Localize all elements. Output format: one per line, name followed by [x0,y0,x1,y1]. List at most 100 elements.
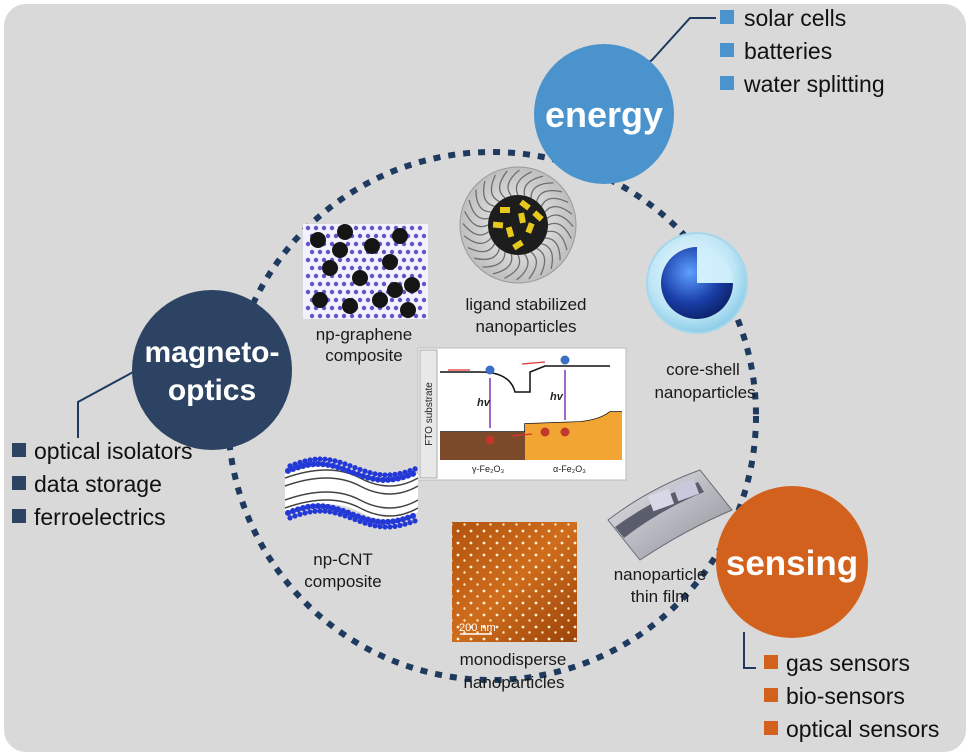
bullet-square [12,509,26,523]
lattice-dot [417,241,423,247]
lattice-dot [405,265,411,271]
ligand-strand [475,189,492,213]
ligand-strand [482,251,506,268]
lattice-dot [333,233,339,239]
lattice-dot [341,313,347,319]
lattice-dot [317,249,323,255]
lattice-dot [333,313,339,319]
lattice-dot [309,281,315,287]
cnt-particle [377,471,383,478]
sensing-list: gas sensors bio-sensors optical sensors [764,650,939,742]
cnt-particle [310,461,316,468]
cnt-particle [390,518,396,525]
fto-substrate-label: FTO substrate [424,382,435,446]
caption-mono-line1: monodisperse [460,650,567,669]
lattice-dot [409,257,415,263]
lattice-dot [385,225,391,231]
crystal-rod [519,199,531,211]
lattice-dot [405,297,411,303]
lattice-dot [305,241,311,247]
cnt-particle [385,518,391,525]
sensing-hub: sensing [716,486,868,638]
lattice-dot [309,265,315,271]
cnt-particle [287,515,293,521]
cnt-particle [400,474,406,481]
hv-label-right: hv [550,391,564,403]
lattice-dot [381,281,387,287]
lattice-dot [309,313,315,319]
lattice-dot [405,249,411,255]
cnt-particle [412,466,418,472]
caption-mono-line2: nanoparticles [463,673,564,692]
list-item: data storage [34,471,162,497]
cnt-particle [362,468,368,474]
cnt-particle [315,503,321,510]
lattice-dot [373,313,379,319]
lattice-dot [317,265,323,271]
ligand-strand [482,180,495,207]
lattice-dot [413,249,419,255]
cnt-particle [345,467,351,474]
cnt-particle [317,508,323,514]
lattice-dot [397,313,403,319]
cnt-particle [340,507,346,514]
cnt-particle [382,472,388,478]
ligand-strand [541,243,554,270]
bullet-square [720,43,734,57]
cnt-particle [400,516,406,523]
lattice-dot [365,281,371,287]
list-item: ferroelectrics [34,504,166,530]
ligand-strand [528,251,538,280]
ligand-strand [498,170,508,199]
cnt-particle [405,472,411,479]
cnt-particle [367,470,373,476]
lattice-dot [393,273,399,279]
lattice-dot [353,289,359,295]
cnt-particle [302,510,308,516]
cnt-particle [380,518,386,525]
cnt-particle [332,458,338,464]
lattice-dot [337,273,343,279]
bullet-square [764,655,778,669]
lattice-dot [373,233,379,239]
cnt-particle [345,509,351,516]
cnt-particle [302,458,308,464]
cnt-particle [292,513,298,519]
magneto-label-line2: optics [168,374,256,407]
lattice-dot [397,265,403,271]
lattice-dot [365,313,371,319]
lattice-dot [373,265,379,271]
cnt-particle [300,462,306,469]
nanoparticle-dot [352,270,368,286]
lattice-dot [345,289,351,295]
lattice-dot [349,313,355,319]
cnt-particle [387,472,393,478]
bullet-square [764,688,778,702]
lattice-dot [305,289,311,295]
lattice-dot [413,233,419,239]
cnt-particle [392,523,398,530]
cnt-particle [307,457,313,463]
lattice-dot [321,257,327,263]
cnt-composite-image [284,456,419,530]
cnt-particle [380,476,386,483]
lattice-dot [353,241,359,247]
band-diagram: FTO substrate hv hv γ-Fe₂O₃ α-Fe₂O₃ [417,347,627,481]
ligand-strand [536,247,546,276]
lattice-dot [413,265,419,271]
lattice-dot [369,273,375,279]
caption-cnt-line1: np-CNT [313,550,373,569]
cnt-particle [355,513,361,520]
lattice-dot [401,257,407,263]
list-item: water splitting [743,71,885,97]
lattice-dot [421,249,427,255]
lattice-dot [345,241,351,247]
ligand-strand [515,171,532,196]
lattice-dot [329,241,335,247]
cnt-particle [392,471,398,478]
nanoparticle-dot [322,260,338,276]
magneto-list: optical isolators data storage ferroelec… [12,438,193,530]
lattice-dot [381,313,387,319]
lattice-dot [389,297,395,303]
cnt-particle [410,470,416,477]
